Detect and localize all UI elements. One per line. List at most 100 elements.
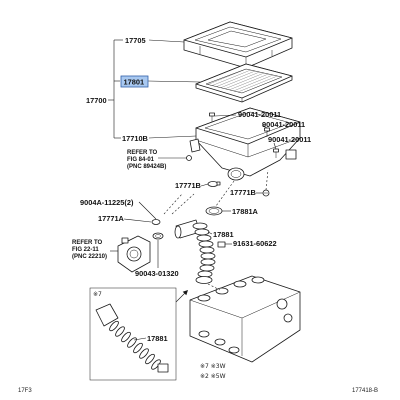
manifold-runner	[198, 330, 210, 338]
gasket-inner	[208, 208, 220, 214]
hose-clamp	[207, 181, 221, 187]
duct-mouth	[174, 225, 182, 239]
part-label-element[interactable]: 17801	[124, 78, 145, 87]
inset-hose-rib	[115, 326, 125, 337]
illustration-number: 177418-B	[352, 388, 378, 394]
leader-line	[200, 183, 209, 187]
inset-hose-rib	[139, 348, 149, 359]
leader-line	[261, 124, 268, 129]
clamp-tab	[216, 181, 221, 186]
part-label-clamp[interactable]: 17771B	[230, 188, 256, 197]
manifold-body	[189, 275, 301, 363]
reference-line: FIG 84-01	[127, 157, 155, 163]
part-label-cap[interactable]: 17705	[125, 36, 146, 45]
leader-line	[148, 135, 197, 139]
part-label-hose[interactable]: 17881	[213, 230, 234, 239]
part-label-screw[interactable]: 9004A-11225(2)	[80, 198, 134, 207]
inlet-gasket	[205, 206, 223, 216]
alignment-lines	[163, 169, 269, 291]
clip-body	[217, 241, 226, 248]
case-outlet	[227, 167, 245, 181]
leader-line	[138, 201, 157, 220]
part-label-ring-bolt[interactable]: 90043-01320	[135, 269, 179, 278]
intake-duct	[174, 219, 201, 239]
dashed-line	[163, 193, 183, 215]
ring-bolt	[152, 232, 164, 240]
hose-rib	[196, 234, 212, 242]
hose-rib	[199, 246, 215, 254]
air-filter-element	[195, 63, 293, 103]
leader-line	[148, 39, 185, 43]
figure-code: 17F3	[18, 388, 32, 394]
hose-rib	[194, 228, 210, 236]
part-label-case[interactable]: 17710B	[122, 134, 148, 143]
hose-clip	[217, 241, 226, 248]
ring-inner	[155, 234, 161, 238]
part-label-element-selected[interactable]: 17801	[120, 75, 149, 88]
air-cleaner-case	[186, 107, 301, 181]
air-cleaner-cap	[183, 21, 293, 69]
cap-rim	[194, 26, 282, 53]
inset-hose-rib	[121, 331, 131, 343]
dashed-line	[215, 180, 235, 207]
manifold-port	[233, 280, 247, 288]
case-outlet-bore	[230, 170, 242, 178]
inset-hose-rib	[145, 353, 155, 365]
manifold-boss	[283, 313, 293, 323]
hose-rib	[192, 222, 208, 230]
selection-highlight	[120, 75, 149, 88]
ring-outer	[152, 232, 164, 240]
part-label-assembly[interactable]: 17700	[86, 96, 107, 105]
leader-line	[133, 337, 147, 341]
part-label-hose-inset[interactable]: 17881	[147, 334, 168, 343]
arrow-shaft	[175, 292, 186, 303]
leader-line	[123, 218, 152, 223]
part-label-gasket[interactable]: 17881A	[232, 207, 259, 216]
inset-hose-outlet	[157, 363, 169, 373]
manifold-runner	[228, 346, 240, 354]
throttle-plate	[129, 249, 139, 259]
leader-line	[214, 114, 237, 117]
part-label-bolt[interactable]: 90041-20011	[268, 135, 311, 144]
part-label-bolt[interactable]: 90041-20011	[238, 110, 281, 119]
throttle-assembly	[117, 235, 151, 273]
reference-note[interactable]: REFER TO FIG 84-01 (PNC 89424B)	[127, 150, 166, 170]
hose-rib	[198, 240, 214, 248]
hose-rib	[200, 252, 216, 260]
inset-frame	[89, 287, 177, 381]
footnote: ※2 ※5W	[200, 373, 226, 380]
part-label-clip[interactable]: 91631-60622	[233, 239, 277, 248]
hose-clamp	[151, 219, 161, 225]
bolt-head	[273, 148, 279, 153]
arrow-head	[182, 290, 188, 296]
throttle-sensor	[121, 237, 129, 244]
part-label-clamp[interactable]: 17771B	[175, 181, 201, 190]
dashed-line	[265, 169, 269, 191]
reference-line: (PNC 89424B)	[127, 164, 166, 170]
clamp-band	[207, 181, 219, 187]
inset-detail: ※7	[89, 287, 177, 381]
inset-hose-rib	[109, 320, 119, 332]
hose-rib	[197, 270, 213, 278]
case-opening	[204, 111, 292, 140]
hose-clamp	[262, 189, 270, 197]
dashed-line	[171, 193, 195, 215]
bolt	[209, 112, 215, 122]
manifold-port	[197, 294, 211, 302]
reference-line: REFER TO	[72, 240, 103, 246]
reference-note[interactable]: REFER TO FIG 22-11 (PNC 22210)	[72, 240, 107, 260]
leader-line	[147, 80, 201, 83]
leader-lines	[110, 39, 277, 341]
case-side-port	[285, 149, 297, 160]
bolt-head	[209, 112, 215, 117]
footnote: ※7 ※3W	[200, 363, 226, 370]
cap-top-face	[183, 21, 293, 58]
part-label-clamp[interactable]: 17771A	[98, 214, 125, 223]
filter-media	[205, 68, 283, 94]
hose-rib	[199, 264, 215, 272]
leader-line	[273, 142, 277, 150]
part-label-bolt[interactable]: 90041-20011	[262, 120, 305, 129]
hose-cuff	[195, 276, 213, 284]
